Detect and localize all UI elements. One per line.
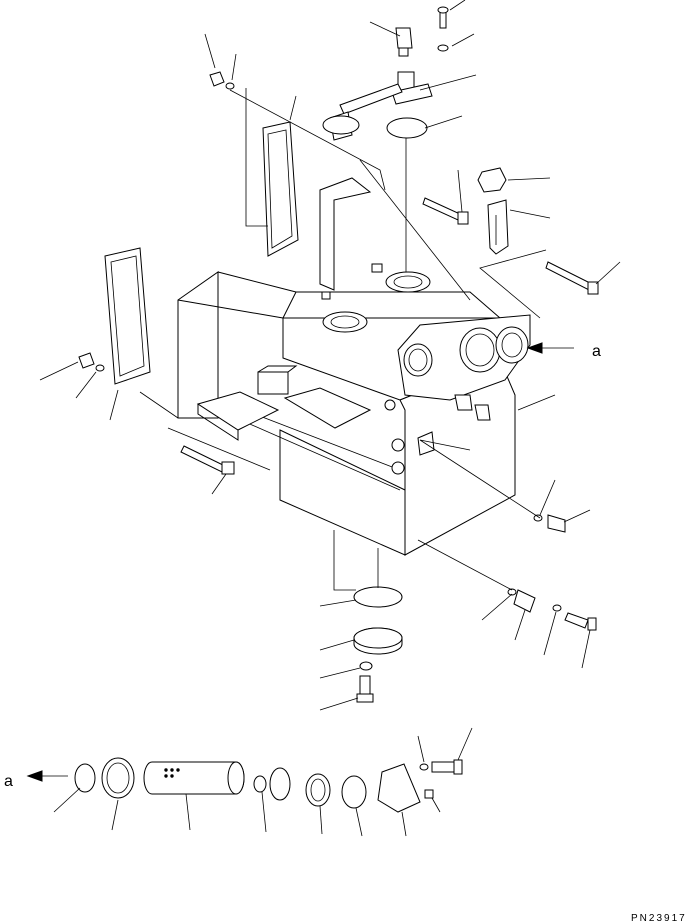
callout-a-lower: a <box>4 773 13 790</box>
breather-pipe-assembly <box>180 6 599 475</box>
drawing-id: PN23917 <box>631 913 687 924</box>
flange-block <box>397 314 531 456</box>
filter-element-row <box>74 757 463 813</box>
callout-a-upper: a <box>592 343 601 360</box>
leader-lines <box>26 0 621 837</box>
tank-body <box>177 263 516 556</box>
drain-assembly <box>353 514 597 703</box>
side-covers <box>78 71 372 385</box>
